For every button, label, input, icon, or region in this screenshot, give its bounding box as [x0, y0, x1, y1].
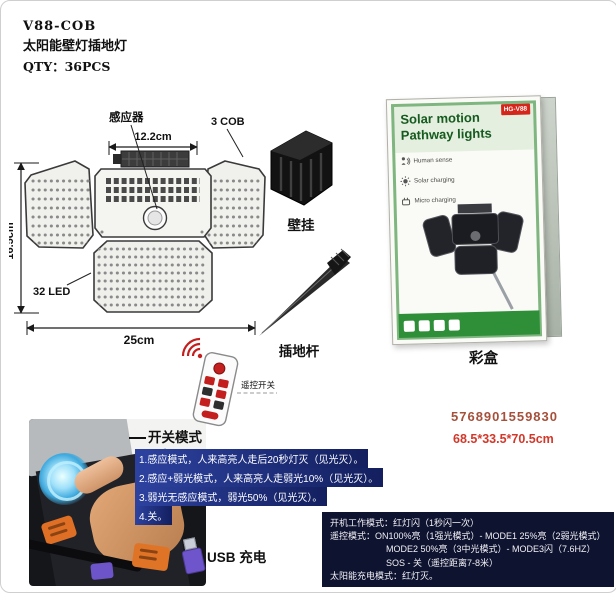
human-sense-icon [399, 156, 410, 167]
ctrl-line-4: SOS - 关（遥控距离7-8米） [330, 557, 606, 570]
retail-box: Solar motion Pathway lights HG-V88 Human… [386, 95, 562, 343]
carton-size: 68.5*33.5*70.5cm [453, 432, 554, 446]
retail-box-title-line2: Pathway lights [401, 125, 492, 143]
stake-label: 插地杆 [279, 343, 320, 359]
center-led-panel [95, 169, 211, 237]
cert-icon [434, 319, 445, 330]
left-cob-panel [25, 161, 93, 248]
mode-line-4: 4.关。 [135, 506, 172, 525]
control-description-box: 开机工作模式：红灯闪（1秒闪一次） 遥控模式：ON100%亮（1强光模式）- M… [322, 512, 614, 587]
solar-panel [113, 151, 189, 167]
box-art-lamp [417, 196, 538, 317]
retail-box-title: Solar motion Pathway lights [400, 110, 492, 143]
orange-dust-plug [132, 543, 171, 572]
solar-charging-icon [400, 176, 411, 187]
switch-mode-label: 开关模式 [148, 426, 202, 446]
model-number: V88-COB [23, 17, 127, 37]
wall-mount-bracket [271, 131, 332, 205]
height-dim-label: 16.5cm [9, 222, 16, 260]
cert-icon [449, 319, 460, 330]
right-cob-panel [205, 161, 265, 248]
wall-mount-label: 壁挂 [288, 217, 315, 233]
header-block: V88-COB 太阳能壁灯插地灯 QTY：36PCS [23, 17, 127, 77]
lamp-diagram: 16.5cm 12.2cm 25cm 感应器 3 COB 32 LED 壁挂 [9, 97, 369, 437]
ctrl-line-5: 太阳能充电模式：红灯灭。 [330, 570, 606, 583]
product-name: 太阳能壁灯插地灯 [23, 37, 127, 57]
micro-charging-icon [400, 196, 411, 207]
cert-icon [404, 320, 415, 331]
mode-line-1: 1.感应模式，人来高亮人走后20秒灯灭（见光灭）。 [135, 449, 368, 468]
model-tag-badge: HG-V88 [501, 103, 531, 115]
feature-item: Solar charging [400, 174, 456, 186]
signal-dot [198, 354, 202, 358]
bottom-width-dim-label: 25cm [124, 333, 155, 347]
led-label: 32 LED [33, 286, 70, 298]
ground-stake [259, 249, 351, 336]
ctrl-line-2: 遥控模式：ON100%亮（1强光模式）- MODE1 25%亮（2弱光模式） [330, 530, 606, 543]
feature-label: Solar charging [414, 176, 455, 184]
retail-box-title-line1: Solar motion [400, 110, 491, 128]
remote-control [192, 351, 239, 426]
feature-label: Human sense [413, 157, 452, 165]
usb-charge-label: USB 充电 [207, 546, 266, 566]
retail-box-bottom-band [398, 310, 540, 338]
qty-text: QTY：36PCS [23, 57, 127, 77]
switch-pointer-line [129, 437, 146, 439]
remote-label: 遥控开关 [241, 380, 276, 390]
bottom-cob-panel [94, 241, 212, 312]
ctrl-line-3: MODE2 50%亮（3中光模式）- MODE3闪（7.6HZ） [330, 543, 606, 556]
top-width-dim-label: 12.2cm [134, 131, 172, 143]
ctrl-line-1: 开机工作模式：红灯闪（1秒闪一次） [330, 517, 606, 530]
box-caption: 彩盒 [469, 347, 498, 368]
sensor-label: 感应器 [109, 110, 144, 124]
cert-icon [419, 320, 430, 331]
feature-item: Human sense [399, 154, 455, 166]
mode-line-3: 3.弱光无感应模式，弱光50%（见光灭）。 [135, 487, 327, 506]
retail-box-face: Solar motion Pathway lights HG-V88 Human… [386, 95, 547, 345]
mode-line-2: 2.感应+弱光模式，人来高亮人走弱光10%（见光灭）。 [135, 468, 383, 487]
cob-label: 3 COB [211, 116, 245, 128]
barcode-number: 5768901559830 [451, 409, 558, 424]
usb-connector [90, 562, 114, 580]
